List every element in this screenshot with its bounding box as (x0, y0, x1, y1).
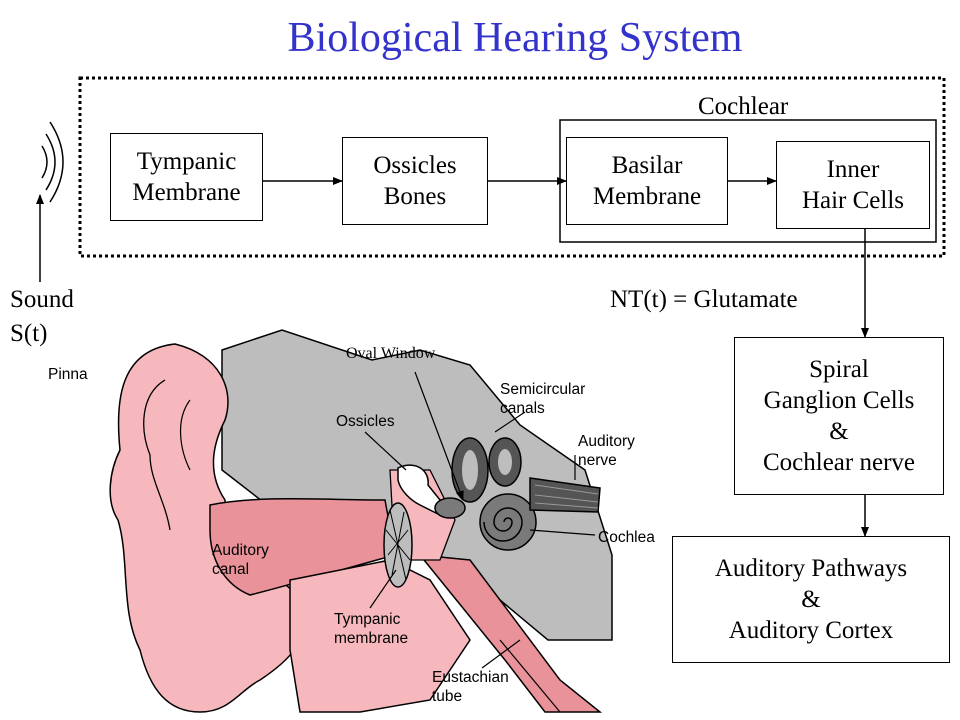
auditory-nerve-label: Auditory nerve (578, 433, 635, 470)
page-title: Biological Hearing System (287, 15, 743, 61)
cochlea-label: Cochlea (598, 529, 655, 546)
sound-wave-icon (41, 121, 64, 203)
box-basilar-membrane: Basilar Membrane (566, 137, 728, 225)
oval-window-label: Oval Window (346, 345, 436, 362)
nt-glutamate-label: NT(t) = Glutamate (610, 286, 798, 313)
sound-label: Sound S(t) (10, 286, 74, 347)
ear-illustration (109, 329, 613, 713)
box-auditory-pathways: Auditory Pathways & Auditory Cortex (672, 536, 950, 663)
pinna-shape (109, 343, 304, 713)
auditory-canal-label: Auditory canal (212, 542, 269, 579)
eustachian-tube (418, 554, 603, 713)
box-spiral-ganglion: Spiral Ganglion Cells & Cochlear nerve (734, 337, 944, 495)
eustachian-tube-label: Eustachian tube (432, 669, 509, 706)
cochlea-shape (479, 493, 537, 551)
semicircular-canals-label: Semicircular canals (500, 381, 586, 418)
box-inner-hair-cells: Inner Hair Cells (776, 141, 930, 229)
tympanic-membrane-label: Tympanic membrane (334, 611, 409, 648)
cochlear-group-label: Cochlear (698, 93, 789, 120)
ossicles-label: Ossicles (336, 413, 395, 430)
box-tympanic-membrane: Tympanic Membrane (110, 133, 263, 221)
pinna-label: Pinna (48, 366, 88, 383)
box-ossicles-bones: Ossicles Bones (342, 137, 488, 225)
outer-process-group (78, 76, 946, 258)
